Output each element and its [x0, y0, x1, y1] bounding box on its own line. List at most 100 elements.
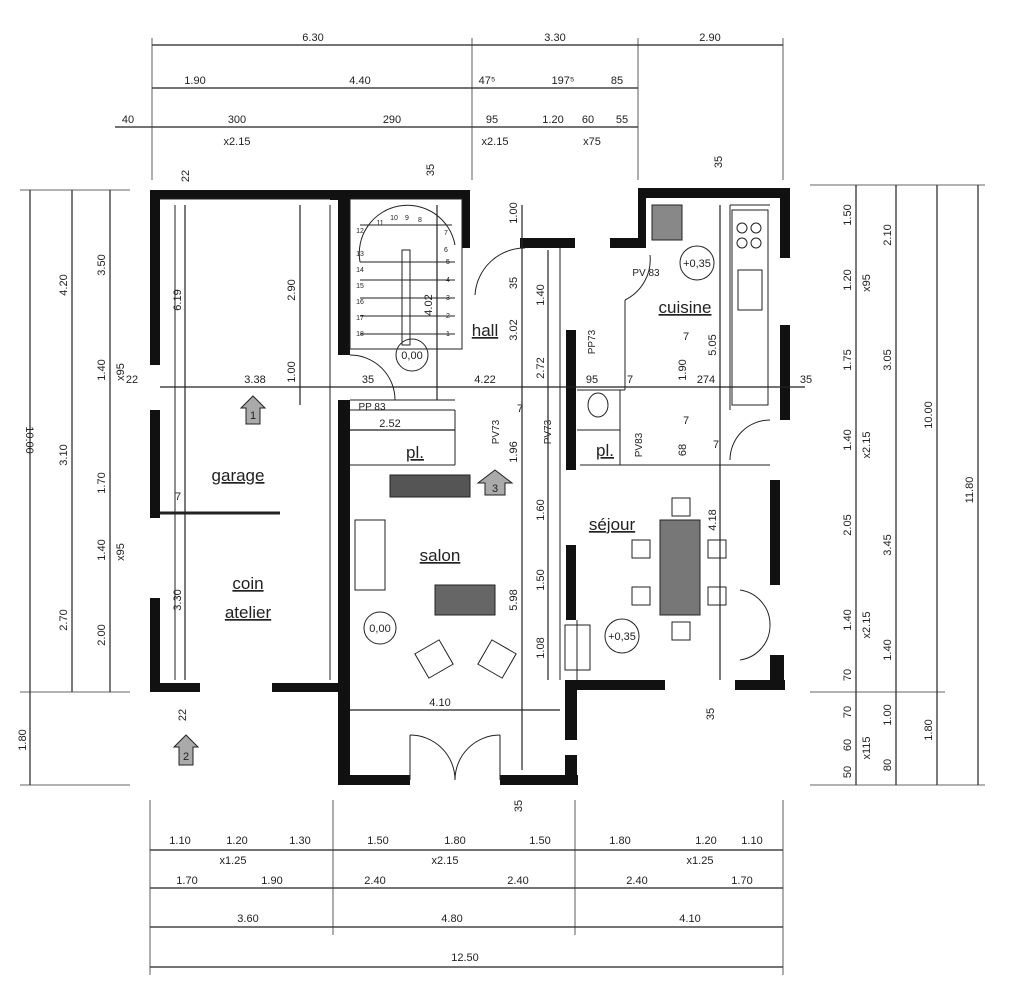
dimension-label: 1.40 — [882, 639, 894, 660]
marker-2: 2 — [183, 751, 189, 763]
room-sejour: séjour — [589, 515, 636, 534]
dims-bottom: 1.10 1.20 1.30 1.50 1.80 1.50 1.80 1.20 … — [169, 835, 762, 964]
dimension-label: 16 — [356, 299, 364, 306]
room-placard-1: pl. — [406, 443, 424, 462]
dimension-label: 14 — [356, 267, 364, 274]
dimension-label: 7 — [683, 415, 689, 427]
dimension-label: 5.98 — [508, 589, 520, 610]
dimension-label: 7 — [517, 403, 523, 415]
dimension-label: 1.40 — [535, 284, 547, 305]
dimension-label: 1.20 — [695, 835, 716, 847]
dimension-label: 6.30 — [302, 32, 323, 44]
dimension-label: 22 — [126, 374, 138, 386]
dimension-label: 10.00 — [923, 401, 935, 429]
dims-right: 1.50 1.20 x95 1.75 1.40 x2.15 2.05 1.40 … — [842, 204, 976, 778]
dimension-label: 1.90 — [677, 359, 689, 380]
room-atelier: atelier — [225, 603, 272, 622]
dimension-label: 5.05 — [707, 334, 719, 355]
dimension-label: x1.25 — [687, 855, 714, 867]
dimension-label: x95 — [861, 274, 873, 292]
dimension-label: 35 — [425, 164, 437, 176]
dimension-label: 1.96 — [508, 441, 520, 462]
dimension-label: 17 — [356, 315, 364, 322]
door-labels: PP 83 PV73 PV73 PP73 PV 83 PV83 — [358, 268, 660, 457]
dims-left: 10.00 1.80 4.20 3.10 2.70 3.50 1.40 x95 … — [17, 254, 189, 750]
dimension-label: 3.60 — [237, 913, 258, 925]
dimension-label: 3.30 — [544, 32, 565, 44]
dimension-label: 35 — [513, 800, 525, 812]
dims-top: 6.30 3.30 2.90 1.90 4.40 47⁵ 197⁵ 85 40 … — [122, 32, 725, 182]
dimension-label: 7 — [713, 439, 719, 451]
room-labels: garage coin atelier salon hall cuisine s… — [212, 298, 712, 622]
dimension-label: 290 — [383, 114, 401, 126]
dimension-label: 7 — [627, 374, 633, 386]
dimension-label: 1.30 — [289, 835, 310, 847]
marker-1-icon — [239, 395, 267, 425]
marker-3-icon — [476, 469, 514, 496]
dimension-label: 4.10 — [679, 913, 700, 925]
dimension-label: 10 — [390, 215, 398, 222]
room-salon: salon — [420, 546, 461, 565]
dimension-label: 1.80 — [444, 835, 465, 847]
dimension-label: 7 — [683, 331, 689, 343]
dimension-label: 2.05 — [842, 514, 854, 535]
dimension-label: 60 — [582, 114, 594, 126]
dimension-label: 1.90 — [261, 875, 282, 887]
dimension-label: 1.80 — [17, 729, 29, 750]
dimension-label: 1.10 — [169, 835, 190, 847]
dimension-label: 3.38 — [244, 374, 265, 386]
interior-lines — [160, 198, 771, 781]
dimension-label: 2.10 — [882, 224, 894, 245]
dimension-label: 2.40 — [364, 875, 385, 887]
dimension-label: 4 — [446, 277, 450, 284]
dimension-label: 3.05 — [882, 349, 894, 370]
dimension-label: x95 — [115, 363, 127, 381]
dimension-label: 35 — [508, 277, 520, 289]
dimension-label: 6 — [444, 247, 448, 254]
dimension-label: PP73 — [587, 329, 598, 354]
dimension-label: PP 83 — [358, 402, 385, 413]
dimension-label: 50 — [842, 766, 854, 778]
marker-2-icon — [172, 734, 200, 766]
dimension-label: 1.70 — [176, 875, 197, 887]
dimension-label: 40 — [122, 114, 134, 126]
dimension-label: 1 — [446, 331, 450, 338]
dimension-label: 274 — [697, 374, 715, 386]
dimension-label: 2.40 — [626, 875, 647, 887]
dims-inner: 3.38 4.22 35 95 7 274 35 6.19 2.90 1.00 … — [172, 202, 812, 812]
dimension-label: 80 — [882, 759, 894, 771]
dimension-label: 1.80 — [609, 835, 630, 847]
room-hall: hall — [472, 321, 498, 340]
dimension-label: 6.19 — [172, 289, 184, 310]
dimension-label: 2 — [446, 313, 450, 320]
dimension-label: 2.70 — [58, 609, 70, 630]
dimension-label: 1.80 — [923, 719, 935, 740]
dimension-label: 3.10 — [58, 444, 70, 465]
walls — [150, 188, 790, 785]
dimension-label: 1.00 — [286, 361, 298, 382]
dimension-label: 300 — [228, 114, 246, 126]
dimension-label: 11.80 — [964, 477, 976, 504]
dimension-label: 3.45 — [882, 534, 894, 555]
dimension-label: 8 — [418, 217, 422, 224]
dimension-label: 3.50 — [96, 254, 108, 275]
extension-lines — [20, 38, 985, 975]
dimension-label: 197⁵ — [552, 75, 575, 87]
dimension-label: 1.20 — [842, 269, 854, 290]
dimension-label: 18 — [356, 331, 364, 338]
dimension-label: 1.50 — [367, 835, 388, 847]
room-garage: garage — [212, 466, 265, 485]
dimension-label: 4.10 — [429, 697, 450, 709]
dimension-label: 2.00 — [96, 624, 108, 645]
dimension-label: 4.02 — [423, 294, 435, 315]
dimension-label: 1.10 — [741, 835, 762, 847]
dimension-label: 3.02 — [508, 319, 520, 340]
dimension-label: x2.15 — [482, 136, 509, 148]
dimension-label: 1.40 — [96, 539, 108, 560]
dimension-label: 13 — [356, 251, 364, 258]
dimension-label: 12.50 — [451, 952, 479, 964]
dimension-label: 47⁵ — [479, 75, 496, 87]
dimension-lines — [29, 44, 979, 968]
dimension-label: x2.15 — [861, 432, 873, 459]
